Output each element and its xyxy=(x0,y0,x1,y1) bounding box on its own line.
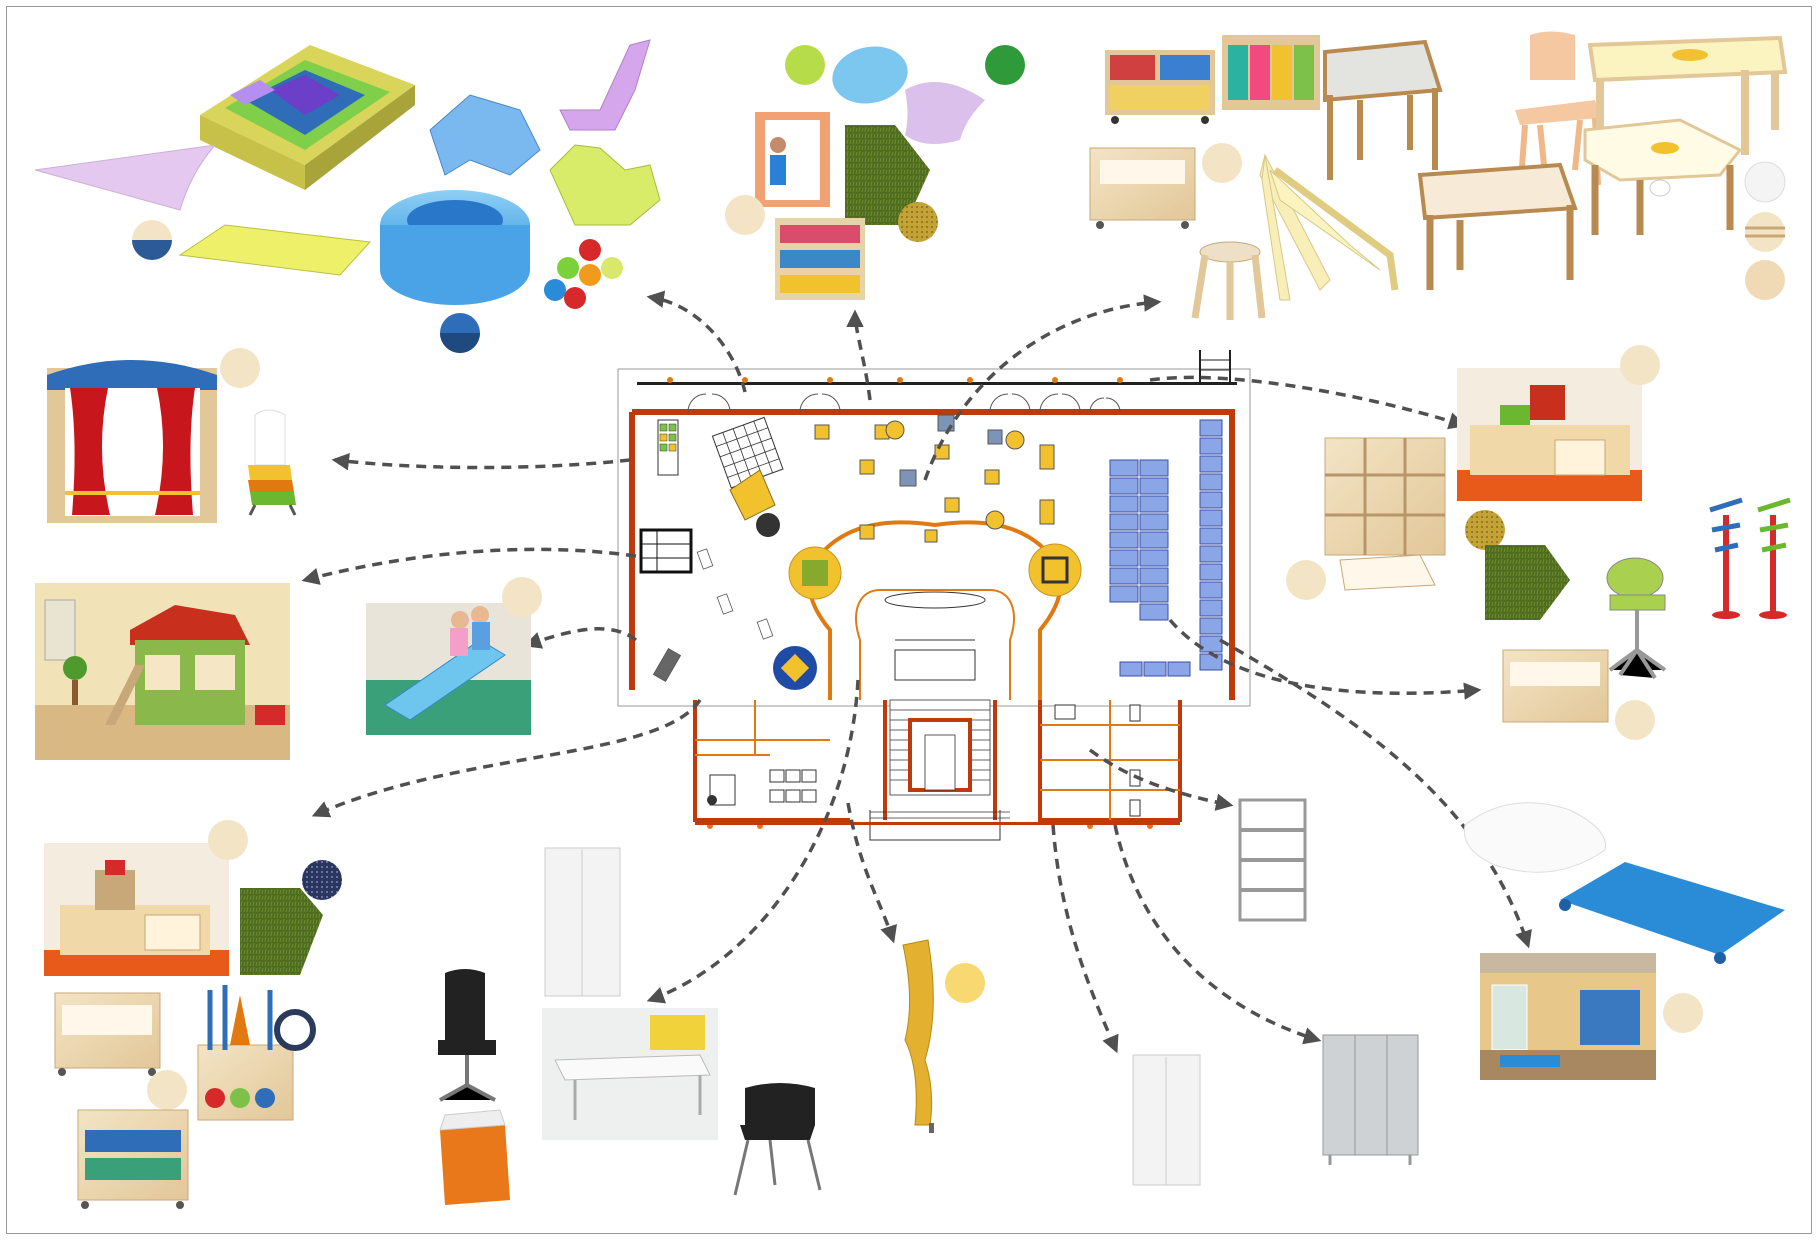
arrow-storage-right xyxy=(1149,375,1467,430)
metal-shelf-icon xyxy=(1238,798,1307,922)
swatch-icon xyxy=(1620,345,1660,385)
trolley-icon xyxy=(54,992,161,1076)
turf-swatch-icon xyxy=(1485,545,1570,620)
swatch-icon xyxy=(1286,560,1326,600)
easel-icon xyxy=(1259,153,1399,301)
sleep-room-photo-icon xyxy=(1480,953,1656,1080)
cushion-icon xyxy=(905,82,985,144)
soft-elephant-icon xyxy=(429,94,541,176)
swatch-icon xyxy=(502,577,542,617)
cubby-shelf-icon xyxy=(1324,437,1446,556)
stool-icon xyxy=(1191,241,1266,320)
star-table-icon xyxy=(1583,118,1743,235)
arrow-wardrobe xyxy=(1051,824,1119,1054)
drawer-pedestal-icon xyxy=(439,1109,510,1205)
storage-right-group xyxy=(1286,345,1791,740)
cot-icon xyxy=(1559,862,1785,964)
foam-steps-icon xyxy=(200,45,415,190)
play-house-group xyxy=(35,577,542,760)
wardrobe-icon xyxy=(544,847,621,997)
arrow-play-house xyxy=(301,547,637,585)
arrow-sleep xyxy=(1219,638,1532,949)
swatch-icon xyxy=(785,45,825,85)
locker-icon xyxy=(1322,1034,1419,1165)
sports-cart-icon xyxy=(197,985,316,1121)
arrow-office xyxy=(646,679,860,1004)
cushion-icon xyxy=(832,46,908,104)
pillow-icon xyxy=(1463,802,1607,873)
art-trolley-icon xyxy=(1105,50,1215,124)
art-tables-group xyxy=(1089,31,1788,320)
soft-dino-icon xyxy=(549,144,661,226)
table-icon xyxy=(1323,39,1443,180)
stacking-chairs-icon xyxy=(248,409,297,516)
swatch-icon xyxy=(945,963,985,1003)
screen-divider-icon xyxy=(902,939,934,1133)
board-frame xyxy=(6,6,1812,1234)
storage-left-group xyxy=(44,820,342,1209)
bookshelf-icon xyxy=(775,218,865,300)
arrow-divider xyxy=(846,802,897,944)
table-icon xyxy=(1587,35,1788,160)
arrow-storage-left xyxy=(311,699,702,818)
swatch-icon xyxy=(1744,161,1786,203)
puppet-theatre-icon xyxy=(47,360,217,523)
wardrobe-icon xyxy=(1132,1054,1201,1186)
quarter-mat-icon xyxy=(34,144,217,211)
desk-photo-icon xyxy=(542,1008,718,1140)
swatch-icon xyxy=(1202,143,1242,183)
swatch-icon xyxy=(985,45,1025,85)
arrow-art-tables xyxy=(923,294,1162,481)
sleep-group xyxy=(1463,802,1785,1080)
arrow-slide xyxy=(523,627,638,649)
swatch-icon xyxy=(1615,700,1655,740)
swatch-icon xyxy=(302,860,342,900)
arrow-reading xyxy=(846,309,872,401)
swatch-icon xyxy=(147,1070,187,1110)
office-group xyxy=(438,847,985,1205)
turf-swatch-icon xyxy=(845,125,930,225)
swatch-icon xyxy=(898,202,938,242)
swatch-icon xyxy=(725,195,765,235)
arrow-service-shelf xyxy=(1088,748,1234,811)
slide-photo-icon xyxy=(366,603,531,735)
turf-swatch-icon xyxy=(240,888,323,975)
arrow-theatre xyxy=(331,452,631,471)
foam-ring-chair-icon xyxy=(380,190,530,305)
swatch-icon xyxy=(1745,212,1785,252)
wall-mirror-icon xyxy=(755,112,830,207)
soft-play-group xyxy=(34,39,661,353)
soft-dino-icon xyxy=(559,39,651,131)
arrow-coat-tree xyxy=(1168,618,1482,700)
floor-plan xyxy=(617,350,1251,841)
swatch-icon xyxy=(220,348,260,388)
swatch-icon xyxy=(208,820,248,860)
connector-arrows xyxy=(301,290,1532,1054)
balls-icon xyxy=(544,239,623,309)
mesh-office-chair-icon xyxy=(438,969,496,1102)
theatre-group xyxy=(47,348,297,523)
play-table-photo-icon xyxy=(44,843,229,976)
swatch-icon xyxy=(1745,260,1785,300)
arrow-locker xyxy=(1113,824,1322,1045)
reading-group xyxy=(725,45,1025,300)
coat-tree-icon xyxy=(1709,497,1791,619)
drawer-cart-icon xyxy=(77,1109,189,1209)
play-table-photo-icon xyxy=(1457,368,1642,501)
table-icon xyxy=(1417,162,1578,290)
service-group xyxy=(1132,798,1419,1186)
office-swivel-chair-icon xyxy=(1606,557,1667,680)
art-trolley-icon xyxy=(1222,35,1320,110)
drawer-pedestal-icon xyxy=(1339,554,1436,591)
flat-mat-icon xyxy=(178,224,372,276)
visitor-chair-icon xyxy=(733,1083,822,1196)
arrow-soft-play xyxy=(646,290,747,393)
swatch-icon xyxy=(1663,993,1703,1033)
swatch-icon xyxy=(1465,510,1505,550)
play-house-photo-icon xyxy=(35,583,290,760)
art-trolley-icon xyxy=(1089,147,1196,229)
trolley-icon xyxy=(1502,649,1609,723)
